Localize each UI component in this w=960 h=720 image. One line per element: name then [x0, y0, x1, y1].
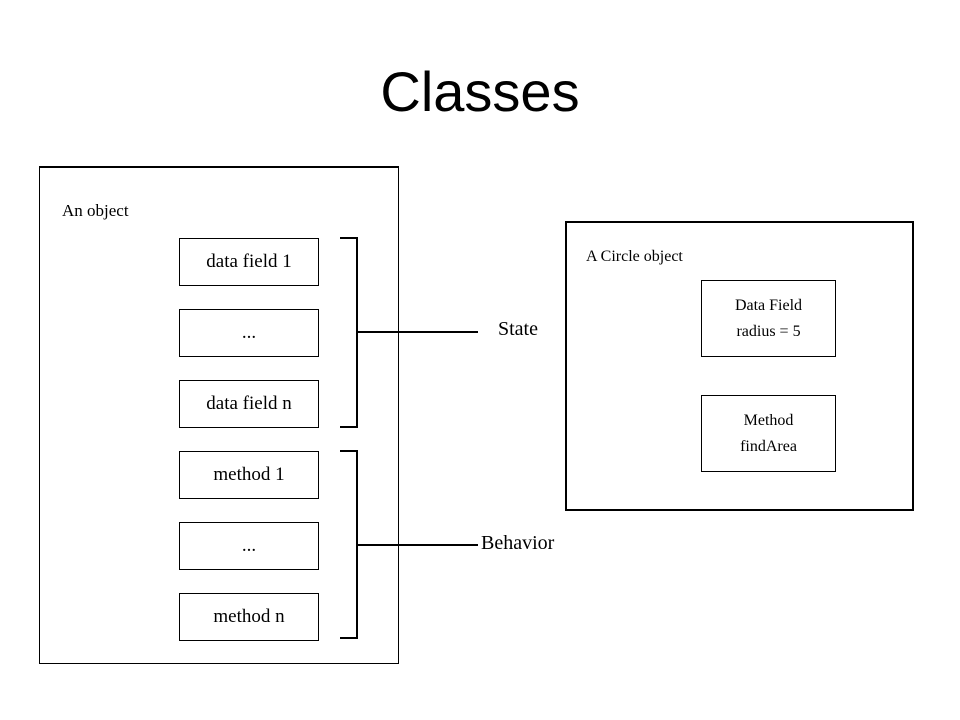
- behavior-label: Behavior: [481, 532, 555, 554]
- method-name: findArea: [740, 437, 797, 455]
- data-field-ellipsis-box: ...: [179, 309, 319, 357]
- state-label: State: [498, 318, 538, 340]
- method-heading: Method: [743, 411, 794, 429]
- method-ellipsis-box: ...: [179, 522, 319, 570]
- radius-value: radius = 5: [736, 322, 801, 340]
- method-1-box: method 1: [179, 451, 319, 499]
- state-bracket: [340, 237, 358, 428]
- method-box: Method findArea: [701, 395, 836, 472]
- data-field-heading: Data Field: [734, 296, 803, 314]
- behavior-bracket: [340, 450, 358, 639]
- data-field-1-box: data field 1: [179, 238, 319, 286]
- slide-title: Classes: [380, 60, 580, 123]
- object-label: An object: [62, 201, 129, 220]
- circle-object-label: A Circle object: [586, 248, 683, 265]
- data-field-n-box: data field n: [179, 380, 319, 428]
- method-n-box: method n: [179, 593, 319, 641]
- data-field-box: Data Field radius = 5: [701, 280, 836, 357]
